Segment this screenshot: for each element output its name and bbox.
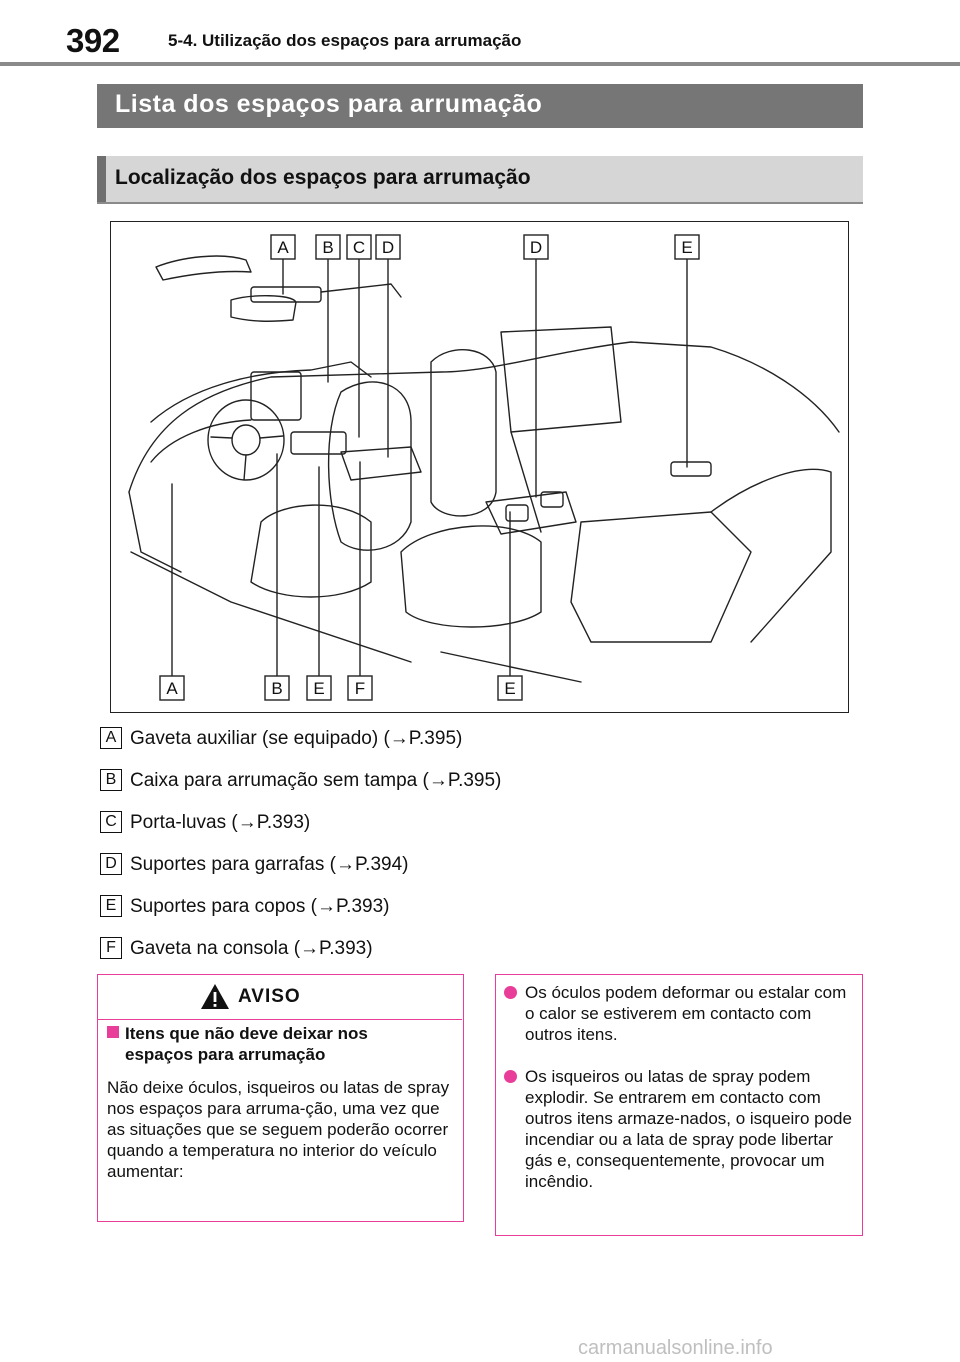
callout-box-bottom-e2 (497, 675, 523, 701)
callout-bottom-e1: E (313, 679, 324, 698)
legend-item: E Suportes para copos (→P.393) (97, 894, 617, 920)
legend-text: Gaveta auxiliar (se equipado) (→P.395) (130, 728, 463, 749)
warning-triangle-icon (201, 984, 229, 1009)
legend-text: Suportes para copos (→P.393) (130, 896, 390, 917)
callout-top-c: C (353, 238, 365, 257)
callout-box-bottom-a (159, 675, 185, 701)
warning-box: AVISO Itens que não deve deixar nos espa… (97, 974, 464, 1222)
callout-box-top-c (346, 234, 372, 260)
callout-bottom-e2: E (504, 679, 515, 698)
legend-letter: B (100, 769, 122, 791)
legend-item: B Caixa para arrumação sem tampa (→P.395… (97, 768, 617, 794)
callout-bottom-b: B (271, 679, 282, 698)
legend-text: Caixa para arrumação sem tampa (→P.395) (130, 770, 502, 791)
legend-letter: C (100, 811, 122, 833)
warning-bullet-text: Os isqueiros ou latas de spray podem exp… (525, 1067, 852, 1191)
callout-box-bottom-b (264, 675, 290, 701)
callout-box-bottom-f (347, 675, 373, 701)
subtitle-bar: Localização dos espaços para arrumação (97, 156, 863, 204)
circle-bullet-icon (504, 1070, 517, 1083)
square-bullet-icon (107, 1026, 119, 1038)
page-title: Lista dos espaços para arrumação (115, 90, 543, 118)
warning-title: AVISO (238, 986, 301, 1007)
page-header: 392 5-4. Utilização dos espaços para arr… (0, 0, 960, 66)
car-interior-illustration: A B C D D E A B E F E (110, 221, 849, 713)
legend-item: F Gaveta na consola (→P.393) (97, 936, 617, 962)
callout-bottom-a: A (166, 679, 178, 698)
legend-letter: A (100, 727, 122, 749)
subtitle-text: Localização dos espaços para arrumação (115, 166, 531, 189)
legend-letter: E (100, 895, 122, 917)
legend-item: A Gaveta auxiliar (se equipado) (→P.395) (97, 726, 617, 752)
callout-top-d1: D (382, 238, 394, 257)
callout-box-bottom-e1 (306, 675, 332, 701)
legend-letter: D (100, 853, 122, 875)
warning-bullet-text: Os óculos podem deformar ou estalar com … (525, 983, 847, 1044)
warning-item-heading: Itens que não deve deixar nos espaços pa… (107, 1023, 447, 1065)
callout-top-e: E (681, 238, 692, 257)
callout-bottom-f: F (355, 679, 365, 698)
circle-bullet-icon (504, 986, 517, 999)
callout-box-top-a (270, 234, 296, 260)
section-title: 5-4. Utilização dos espaços para arrumaç… (168, 31, 522, 50)
subtitle-accent (97, 156, 106, 202)
legend-text: Suportes para garrafas (→P.394) (130, 854, 409, 875)
warning-body: Não deixe óculos, isqueiros ou latas de … (107, 1078, 450, 1181)
callout-top-b: B (322, 238, 333, 257)
watermark: carmanualsonline.info (578, 1337, 773, 1359)
title-bar: Lista dos espaços para arrumação (97, 84, 863, 128)
legend-letter: F (100, 937, 122, 959)
callout-box-top-d2 (523, 234, 549, 260)
legend-text: Porta-luvas (→P.393) (130, 812, 311, 833)
legend-text: Gaveta na consola (→P.393) (130, 938, 373, 959)
callout-box-top-b (315, 234, 341, 260)
callout-box-top-e (674, 234, 700, 260)
warning-continuation-box: Os óculos podem deformar ou estalar com … (495, 974, 863, 1236)
callout-top-d2: D (530, 238, 542, 257)
warning-header: AVISO (98, 975, 462, 1020)
warning-item-heading-text: Itens que não deve deixar nos espaços pa… (125, 1024, 368, 1064)
car-interior-drawing: A B C D D E A B E F E (128, 234, 840, 701)
page-number: 392 (66, 22, 120, 59)
legend-item: D Suportes para garrafas (→P.394) (97, 852, 617, 878)
legend-item: C Porta-luvas (→P.393) (97, 810, 617, 836)
callout-top-a: A (277, 238, 289, 257)
callout-box-top-d1 (375, 234, 401, 260)
header-divider (0, 62, 960, 66)
